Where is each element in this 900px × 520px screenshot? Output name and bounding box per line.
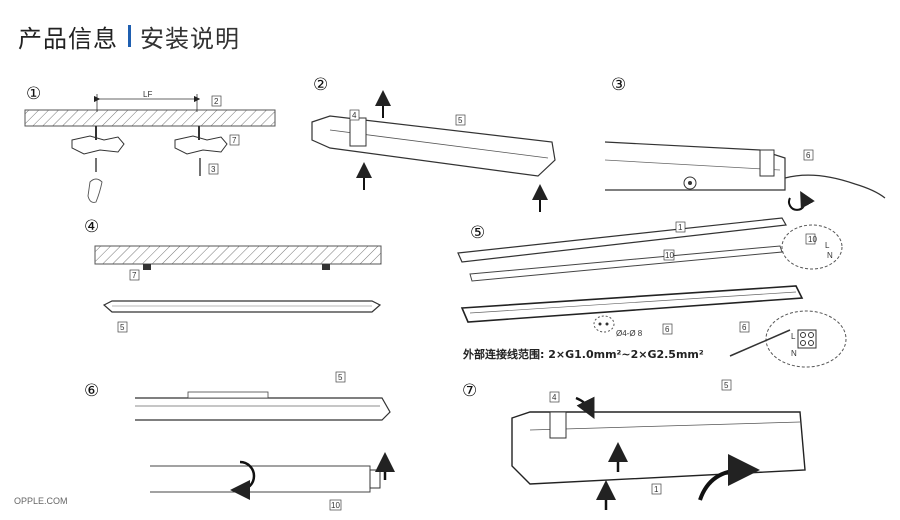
callout-5d: 5 bbox=[724, 381, 729, 390]
rotate-arrow-icon-2 bbox=[230, 460, 256, 500]
callout-5: 5 bbox=[120, 323, 125, 332]
footer-brand: OPPLE.COM bbox=[14, 496, 68, 506]
callout-4: 4 bbox=[352, 111, 357, 120]
terminal-n-label: N bbox=[827, 251, 833, 260]
callout-6c: 6 bbox=[742, 323, 747, 332]
end-clip bbox=[349, 117, 367, 147]
step-3: ③ 6 bbox=[604, 75, 886, 211]
callout-5c: 5 bbox=[338, 373, 343, 382]
mounting-clip-right bbox=[174, 126, 228, 176]
callout-7b: 7 bbox=[132, 271, 137, 280]
step-3-number: ③ bbox=[611, 75, 626, 94]
step-5-number: ⑤ bbox=[470, 223, 485, 242]
wiring-detail-circle bbox=[765, 310, 847, 368]
terminal-l-label: L bbox=[825, 241, 830, 250]
callout-6b: 6 bbox=[665, 325, 670, 334]
callout-2: 2 bbox=[214, 97, 219, 106]
callout-10: 10 bbox=[665, 251, 674, 260]
mounting-clip-left bbox=[71, 126, 125, 172]
step-4: ④ 7 5 bbox=[84, 217, 382, 333]
callout-10b: 10 bbox=[808, 235, 817, 244]
step-6-number: ⑥ bbox=[84, 381, 99, 400]
ceiling-section bbox=[24, 109, 276, 127]
rotate-arrow-icon-3 bbox=[698, 454, 760, 501]
step-2-number: ② bbox=[313, 75, 328, 94]
step-6: ⑥ 5 10 bbox=[84, 371, 395, 511]
tube-insert bbox=[150, 465, 371, 493]
product-info-title: 产品信息 bbox=[18, 24, 118, 53]
callout-1: 1 bbox=[678, 223, 683, 232]
press-arrow-icon bbox=[575, 396, 595, 419]
rotate-arrow-icon bbox=[788, 190, 815, 211]
callout-6: 6 bbox=[806, 151, 811, 160]
callout-10c: 10 bbox=[331, 501, 340, 510]
lf-distance-label: LF bbox=[143, 90, 152, 99]
step-1-number: ① bbox=[26, 84, 41, 103]
callout-1b: 1 bbox=[654, 485, 659, 494]
step-7-number: ⑦ bbox=[462, 381, 477, 400]
power-cable bbox=[784, 174, 886, 199]
led-tube bbox=[469, 245, 783, 282]
drill-size-label: Ø4-Ø 8 bbox=[616, 329, 643, 338]
step-2: ② 4 5 bbox=[311, 75, 556, 212]
luminaire-end-view bbox=[604, 141, 786, 191]
drill-detail-circle bbox=[593, 315, 615, 333]
callout-4b: 4 bbox=[552, 393, 557, 402]
callout-7: 7 bbox=[232, 136, 237, 145]
page-header: 产品信息 安装说明 bbox=[18, 18, 240, 54]
wiring-n-label: N bbox=[791, 349, 797, 358]
cover-diffuser bbox=[457, 217, 787, 263]
luminaire-angled bbox=[311, 115, 556, 177]
supply-cable bbox=[729, 329, 791, 357]
callout-3: 3 bbox=[211, 165, 216, 174]
luminaire-body bbox=[102, 300, 382, 313]
luminaire-base bbox=[460, 285, 804, 323]
ceiling-section-2 bbox=[94, 245, 382, 265]
step-1: ① LF 2 7 3 bbox=[24, 84, 276, 203]
step-4-number: ④ bbox=[84, 217, 99, 236]
callout-5b: 5 bbox=[458, 116, 463, 125]
hand-icon bbox=[87, 178, 103, 203]
wiring-l-label: L bbox=[791, 332, 796, 341]
connector-detail-circle bbox=[781, 224, 843, 270]
step-5: ⑤ 1 10 10 L N Ø4-Ø 8 6 L N 6 外部连接线范围: 2×… bbox=[457, 217, 847, 368]
luminaire-side-view bbox=[135, 397, 391, 421]
install-guide-title: 安装说明 bbox=[140, 24, 240, 53]
step-7: ⑦ 4 5 1 bbox=[462, 379, 806, 510]
wiring-range-note: 外部连接线范围: 2×G1.0mm²~2×G2.5mm² bbox=[462, 347, 704, 361]
title-divider bbox=[128, 25, 131, 47]
